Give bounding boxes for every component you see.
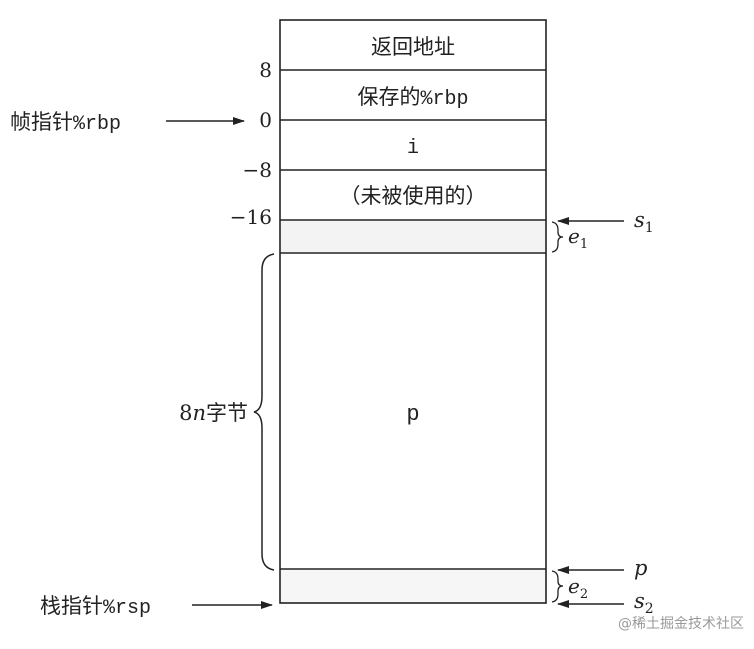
e1-brace <box>551 221 564 253</box>
frame-pointer-reg: %rbp <box>73 113 121 136</box>
stack-pointer-reg: %rsp <box>103 597 151 620</box>
e2-main: e <box>568 574 580 598</box>
cell-saved-rbp-text: 保存的 <box>357 85 420 109</box>
size-label-text: 字节 <box>206 401 248 425</box>
s1-main: s <box>634 208 645 232</box>
e1-sub: 1 <box>580 237 588 252</box>
e2-label: e2 <box>568 574 588 602</box>
offset-0: 0 <box>259 108 272 132</box>
frame-pointer-text: 帧指针 <box>10 110 73 134</box>
offset-minus16: −16 <box>230 205 272 229</box>
cell-var-p: p <box>406 402 419 427</box>
s2-sub: 2 <box>645 601 654 617</box>
padding-region-e1 <box>281 221 545 252</box>
e1-main: e <box>568 224 580 248</box>
cell-saved-rbp-reg: %rbp <box>420 88 468 111</box>
cell-unused: （未被使用的） <box>340 184 487 208</box>
offset-minus8: −8 <box>243 158 272 182</box>
s2-label: s2 <box>634 589 654 617</box>
stack-pointer-text: 栈指针 <box>40 594 103 618</box>
cell-return-address: 返回地址 <box>371 35 455 59</box>
padding-region-e2 <box>281 570 545 602</box>
size-brace <box>253 253 275 571</box>
size-label: 8n字节 <box>179 401 248 425</box>
stack-frame-box <box>279 19 547 604</box>
stack-pointer-label: 栈指针%rsp <box>40 594 151 620</box>
frame-pointer-label: 帧指针%rbp <box>10 110 121 136</box>
s2-main: s <box>634 589 645 613</box>
s1-label: s1 <box>634 208 654 236</box>
s1-sub: 1 <box>645 220 654 236</box>
cell-var-i: i <box>407 137 419 160</box>
e2-sub: 2 <box>580 587 588 602</box>
size-label-num: 8 <box>179 401 192 425</box>
size-label-n: n <box>192 401 206 425</box>
e1-label: e1 <box>568 224 588 252</box>
p-label: p <box>634 556 647 580</box>
cell-saved-rbp: 保存的%rbp <box>357 85 468 111</box>
watermark: @稀土掘金技术社区 <box>618 616 744 632</box>
offset-8: 8 <box>259 58 272 82</box>
e2-brace <box>551 570 564 603</box>
